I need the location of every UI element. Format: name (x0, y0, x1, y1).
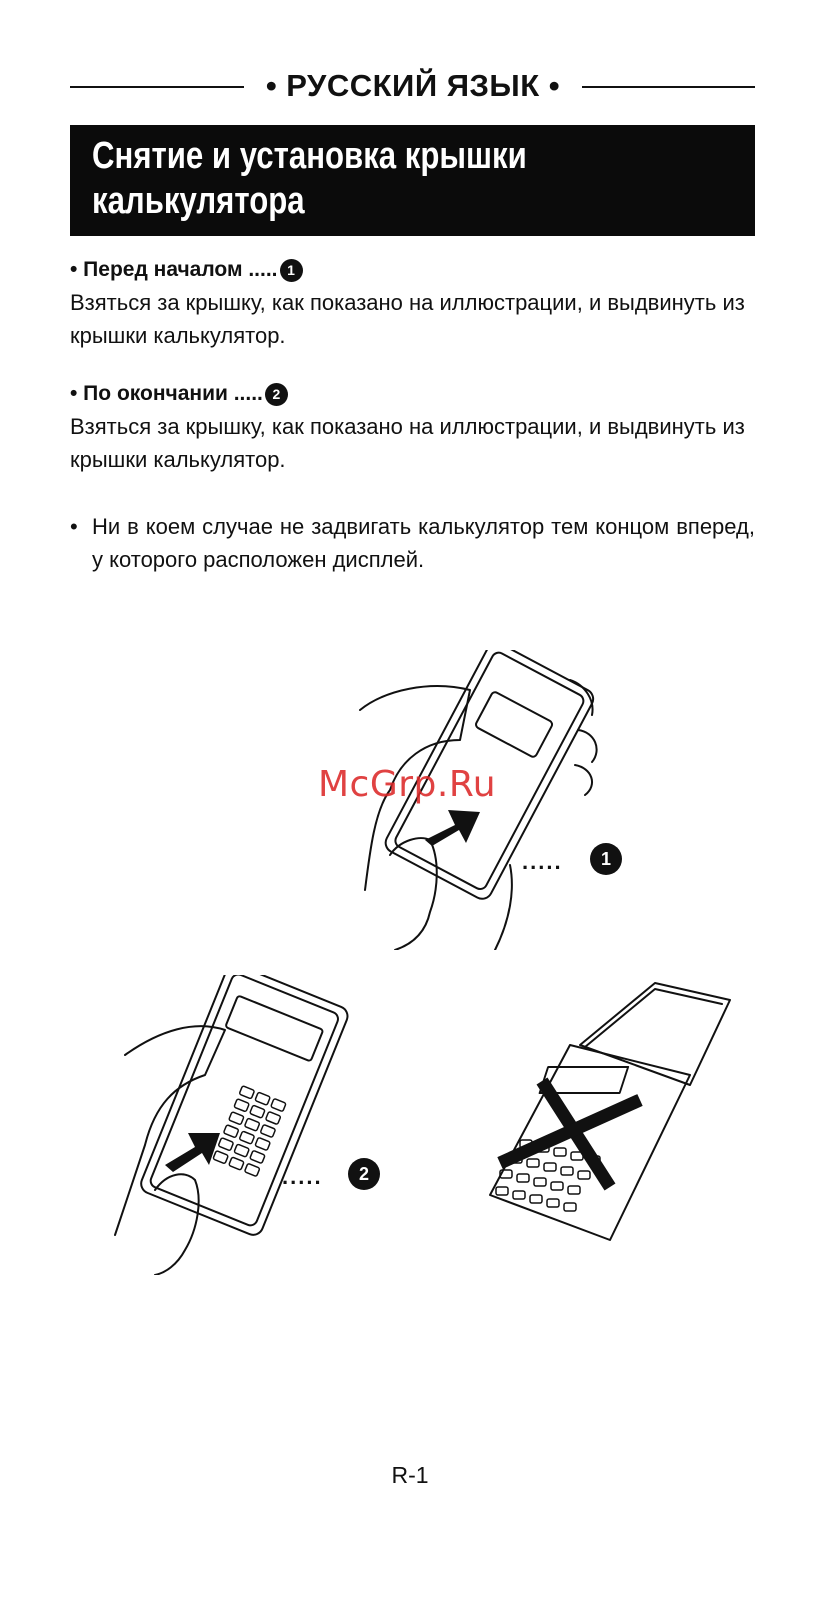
note-text: Ни в коем случае не задвигать калькулято… (92, 514, 755, 572)
section-after-finish: • По окончании .....2 Взяться за крышку,… (70, 379, 755, 476)
section-body: Взяться за крышку, как показано на иллюс… (70, 290, 745, 348)
keypad (212, 1085, 287, 1177)
thumb (154, 1173, 200, 1275)
callout-dots: ..... (282, 1164, 323, 1189)
case-outer (384, 650, 595, 900)
case-outer (140, 975, 349, 1236)
note-bullet: • (70, 514, 78, 539)
arrow-up-icon (425, 810, 480, 846)
watermark: McGrp.Ru (318, 764, 497, 805)
case-sleeve-edge (584, 988, 723, 1048)
page-title-line-2: калькулятора (92, 180, 305, 222)
calculator-case-1 (384, 650, 595, 900)
page-title: Снятие и установка крышки калькулятора (92, 134, 625, 224)
language-header: • РУССКИЙ ЯЗЫК • (70, 64, 755, 108)
illustration-step-1 (359, 650, 598, 950)
step-number-badge: 1 (279, 259, 303, 282)
section-body: Взяться за крышку, как показано на иллюс… (70, 414, 745, 472)
cross-out-icon (497, 1077, 643, 1191)
back-hand-outline (114, 1025, 226, 1236)
illustration-step-2 (114, 975, 349, 1275)
display-window (475, 691, 554, 758)
callout-step-2: ..... 2 (282, 1158, 380, 1190)
case-sleeve (579, 982, 731, 1086)
page-number: R-1 (391, 1462, 429, 1488)
header-rule-left (70, 86, 244, 88)
calculator-case-2 (140, 975, 349, 1236)
header-rule-right (582, 86, 755, 88)
illustration-wrong-direction (489, 982, 731, 1241)
callout-number: 2 (348, 1158, 380, 1190)
step-number-badge: 2 (264, 383, 288, 406)
language-title: • РУССКИЙ ЯЗЫК • (265, 68, 561, 103)
case-inner (394, 651, 585, 890)
section-before-start: • Перед началом .....1 Взяться за крышку… (70, 255, 755, 352)
callout-number: 1 (590, 843, 622, 875)
warning-note: • Ни в коем случае не задвигать калькуля… (70, 510, 755, 576)
section-heading: • Перед началом .....1 (70, 255, 755, 285)
title-banner: Снятие и установка крышки калькулятора (70, 125, 755, 236)
display-window (225, 995, 324, 1062)
back-hand-outline (359, 685, 471, 891)
page-title-line-1: Снятие и установка крышки (92, 135, 527, 177)
section-heading-text: • По окончании ..... (70, 382, 263, 405)
section-heading: • По окончании .....2 (70, 379, 755, 409)
hand-edge (494, 864, 513, 950)
callout-step-1: ..... 1 (522, 843, 622, 875)
arrow-up-icon (165, 1133, 220, 1172)
section-heading-text: • Перед началом ..... (70, 258, 278, 281)
callout-dots: ..... (522, 849, 563, 874)
case-inner (149, 975, 339, 1227)
